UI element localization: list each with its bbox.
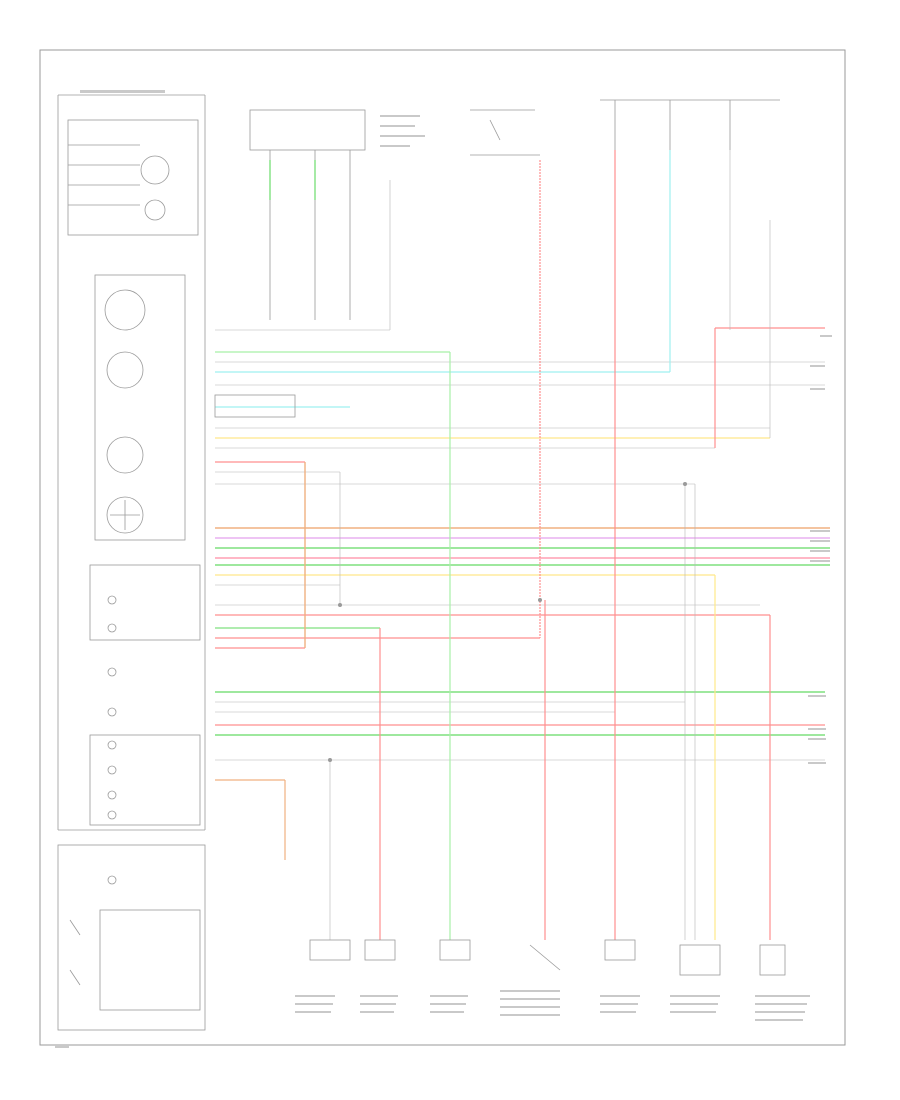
gauge-icon [140,155,170,221]
connector-icon [600,99,780,150]
lamp-icon [107,595,117,885]
switch-icon [69,919,81,986]
wire-harness [214,329,830,781]
sensor-icon [309,939,786,976]
wire-drops [269,150,825,940]
ground-icon [328,482,687,762]
connector-icon [249,109,366,151]
diagram-frame [39,49,846,1046]
illegible-labels [55,90,832,1048]
switch-icon [470,109,540,156]
gauge-icon [104,289,146,534]
instrument-cluster [57,94,206,1031]
